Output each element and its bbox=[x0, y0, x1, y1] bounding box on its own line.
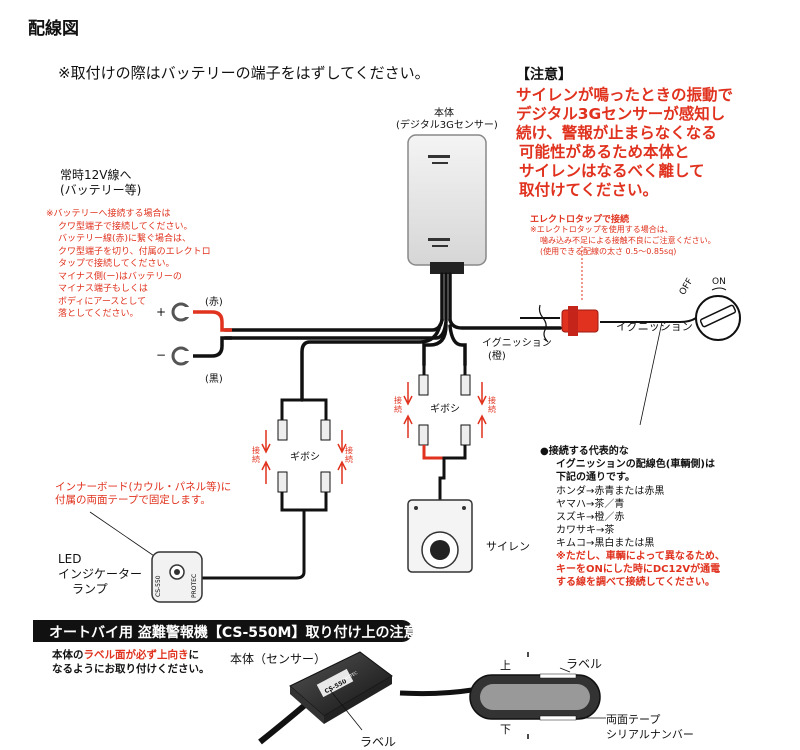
ignition-switch-icon bbox=[639, 287, 741, 426]
label-callout: ラベル bbox=[566, 657, 603, 671]
ignition-colors-list: ホンダ→赤青または赤黒 ヤマハ→茶／青 スズキ→橙／赤 カワサキ→茶 キムコ→黒… bbox=[556, 485, 664, 550]
red-label: (赤) bbox=[205, 297, 223, 308]
led-label: LED インジケーター ランプ bbox=[58, 552, 143, 596]
list-item: ヤマハ→茶／青 bbox=[556, 499, 625, 510]
up-label: 上 bbox=[500, 659, 511, 672]
main-unit-sublabel: (デジタル3Gセンサー) bbox=[396, 120, 498, 131]
gibosi-right bbox=[403, 365, 487, 500]
caution-text: サイレンが鳴ったときの振動で デジタル3Gセンサーが感知し 続け、警報が止まらな… bbox=[516, 86, 734, 199]
electrotap-note: ※エレクトロタップを使用する場合は、 噛み込み不足による接触不良にご注意ください… bbox=[530, 225, 716, 256]
setsuzoku-label-4: 接続 bbox=[488, 396, 496, 414]
main-unit-icon bbox=[407, 134, 487, 274]
main-unit-label: 本体 bbox=[434, 108, 454, 119]
siren-icon bbox=[407, 499, 473, 573]
ignition-wire-color: (橙) bbox=[488, 351, 506, 362]
setsuzoku-label-3: 接続 bbox=[394, 396, 402, 414]
gibosi-label-right: ギボシ bbox=[430, 404, 460, 415]
list-item: カワサキ→茶 bbox=[556, 525, 615, 536]
main-wire-bundle bbox=[223, 272, 562, 402]
setsuzoku-label-1: 接続 bbox=[252, 446, 260, 464]
led-model-text: CS-550 bbox=[155, 575, 162, 597]
setsuzoku-label-2: 接続 bbox=[345, 446, 353, 464]
led-indicator-icon: CS-550 PROTEC bbox=[89, 511, 203, 603]
led-brand-text: PROTEC bbox=[191, 574, 198, 598]
list-item: スズキ→橙／赤 bbox=[556, 512, 625, 523]
electrotap-icon bbox=[520, 246, 680, 343]
sensor-unit-icon: CS-550 PROTEC bbox=[258, 651, 393, 745]
section-banner: オートバイ用 盗難警報機【CS-550M】取り付け上の注意点 bbox=[33, 620, 431, 642]
caution-heading: 【注意】 bbox=[516, 67, 572, 83]
sensor-side-view-icon bbox=[399, 652, 606, 739]
power-note: ※バッテリーへ接続する場合は クワ型端子で接続してください。 バッテリー線(赤)… bbox=[46, 209, 211, 319]
ignition-colors-heading: ●接続する代表的な イグニッションの配線色(車輌側)は 下記の通りです。 bbox=[540, 446, 715, 483]
battery-note: ※取付けの際はバッテリーの端子をはずしてください。 bbox=[58, 64, 430, 82]
tape-label: 両面テープ bbox=[606, 713, 661, 726]
gibosi-left bbox=[196, 398, 347, 580]
list-item: キムコ→黒白または黒 bbox=[556, 538, 655, 549]
power-terminals bbox=[171, 302, 232, 366]
siren-label: サイレン bbox=[486, 540, 530, 553]
serial-label: シリアルナンバー bbox=[606, 728, 694, 741]
sensor-label-callout: ラベル bbox=[360, 735, 397, 749]
ignition-colors-note: ※ただし、車輌によって異なるため、 キーをONにした時にDC12Vが通電 する線… bbox=[556, 551, 725, 588]
on-label: ON bbox=[712, 277, 726, 287]
mount-note: 本体のラベル面が必ず上向きに なるようにお取り付けください。 bbox=[52, 649, 210, 675]
indicator-note: インナーボード(カウル・パネル等)に 付属の両面テープで固定します。 bbox=[55, 481, 232, 506]
ignition-wire-label: イグニッション bbox=[482, 338, 552, 349]
plus-sign: + bbox=[156, 305, 167, 319]
black-label: (黒) bbox=[205, 374, 223, 385]
down-label: 下 bbox=[500, 723, 511, 736]
ignition-switch-label: イグニッション bbox=[616, 320, 693, 333]
electrotap-title: エレクトロタップで接続 bbox=[530, 215, 630, 225]
list-item: ホンダ→赤青または赤黒 bbox=[556, 486, 665, 497]
gibosi-label-left: ギボシ bbox=[290, 452, 320, 463]
power-title: 常時12V線へ (バッテリー等) bbox=[60, 168, 142, 197]
minus-sign: − bbox=[156, 348, 167, 362]
sensor-unit-label: 本体（センサー） bbox=[230, 652, 327, 666]
page-title: 配線図 bbox=[28, 19, 79, 39]
